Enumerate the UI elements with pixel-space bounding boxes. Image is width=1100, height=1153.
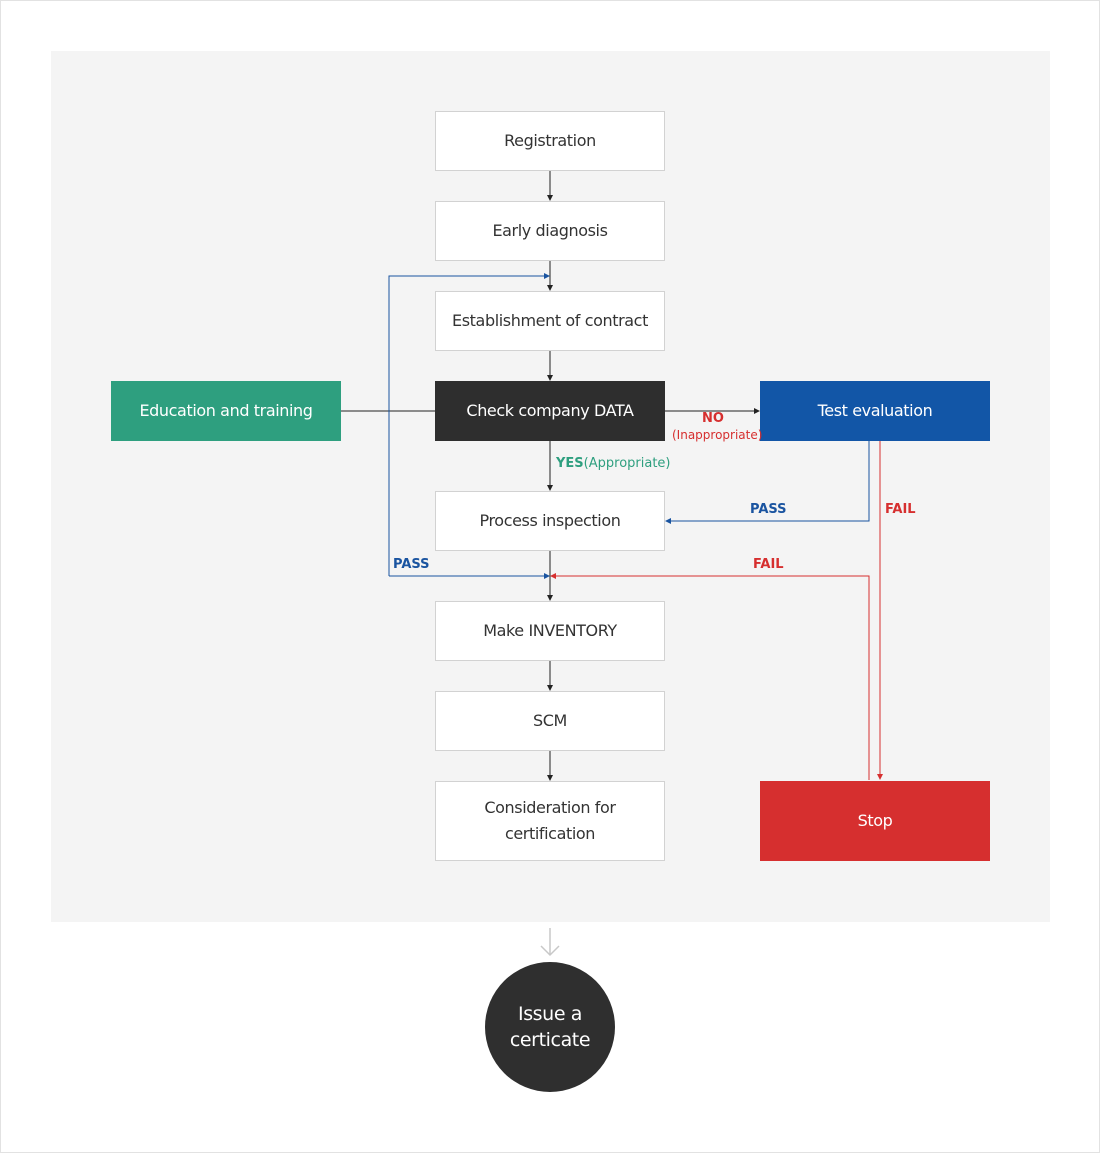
pass-right-label: PASS [750, 502, 787, 517]
appropriate-label: (Appropriate) [583, 456, 671, 471]
step-establishment-of-contract: Establishment of contract [435, 291, 665, 351]
step-check-company-data: Check company DATA [435, 381, 665, 441]
step-make-inventory: Make INVENTORY [435, 601, 665, 661]
test-evaluation-box: Test evaluation [760, 381, 990, 441]
step-early-diagnosis: Early diagnosis [435, 201, 665, 261]
step-scm: SCM [435, 691, 665, 751]
step-consideration-line1: Consideration for [484, 798, 616, 817]
step-make-inventory-label: Make INVENTORY [483, 621, 617, 640]
pass-left-label: PASS [393, 557, 430, 572]
issue-certificate-line1: Issue a [517, 1003, 582, 1025]
step-early-diagnosis-label: Early diagnosis [492, 221, 608, 240]
inappropriate-label: (Inappropriate) [672, 428, 763, 442]
education-label: Education and training [139, 401, 313, 420]
fail-mid-label: FAIL [753, 557, 784, 572]
arrow-fail-to-main [550, 573, 870, 780]
issue-certificate-line2: certicate [509, 1029, 591, 1051]
step-establishment-label: Establishment of contract [452, 311, 648, 330]
stop-label: Stop [857, 811, 893, 830]
step-scm-label: SCM [533, 711, 567, 730]
step-registration: Registration [435, 111, 665, 171]
step-registration-label: Registration [504, 131, 596, 150]
arrow-to-certificate-head [540, 945, 560, 957]
step-consideration-line2: certification [504, 824, 596, 843]
fail-right-label: FAIL [885, 502, 916, 517]
stop-box: Stop [760, 781, 990, 861]
step-consideration-for-certification: Consideration for certification [435, 781, 665, 861]
arrow-test-pass-to-inspection [665, 441, 870, 524]
step-process-inspection-label: Process inspection [479, 511, 621, 530]
yes-branch-label: YES(Appropriate) [556, 456, 671, 471]
loop-left-to-contract [388, 273, 550, 576]
yes-label: YES [556, 456, 584, 471]
no-branch-label: NO (Inappropriate) [672, 411, 763, 443]
step-check-data-label: Check company DATA [466, 401, 634, 420]
education-and-training-box: Education and training [111, 381, 341, 441]
issue-certificate-circle: Issue a certicate [485, 962, 615, 1092]
step-process-inspection: Process inspection [435, 491, 665, 551]
test-evaluation-label: Test evaluation [817, 401, 933, 420]
no-label: NO [702, 411, 724, 426]
